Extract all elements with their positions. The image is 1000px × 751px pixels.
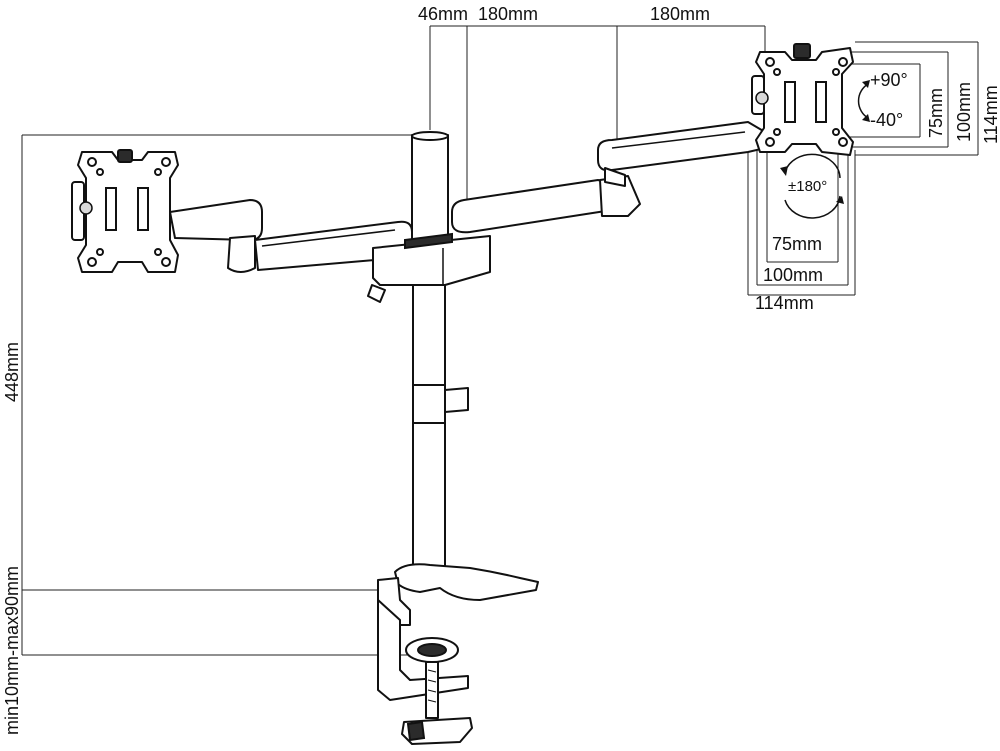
pole bbox=[411, 131, 469, 571]
label-tilt-up: +90° bbox=[870, 70, 908, 90]
label-tilt-down: -40° bbox=[870, 110, 903, 130]
right-vesa-plate bbox=[751, 43, 854, 156]
label-arm-segment-2: 180mm bbox=[650, 4, 710, 24]
label-vesa-h-114: 114mm bbox=[755, 293, 814, 313]
label-vesa-v-114: 114mm bbox=[981, 85, 1000, 144]
dimension-labels: 46mm 180mm 180mm 448mm min10mm-max90mm +… bbox=[2, 4, 1000, 735]
rotate-arrow bbox=[780, 153, 844, 219]
label-arm-segment-1: 180mm bbox=[478, 4, 538, 24]
label-vesa-h-100: 100mm bbox=[763, 265, 823, 285]
label-rotate: ±180° bbox=[788, 178, 827, 195]
label-clamp-range: min10mm-max90mm bbox=[2, 566, 22, 735]
right-arm bbox=[451, 121, 766, 234]
label-vesa-h-75: 75mm bbox=[772, 234, 822, 254]
tilt-arrow bbox=[857, 80, 870, 122]
label-vesa-v-75: 75mm bbox=[926, 88, 946, 138]
pole-hub bbox=[367, 232, 491, 303]
label-pole-height: 448mm bbox=[2, 342, 22, 402]
label-pole-offset: 46mm bbox=[418, 4, 468, 24]
label-vesa-v-100: 100mm bbox=[954, 82, 974, 142]
desk-clamp bbox=[377, 563, 539, 745]
dimension-lines bbox=[21, 25, 979, 656]
left-vesa-plate bbox=[71, 149, 179, 273]
